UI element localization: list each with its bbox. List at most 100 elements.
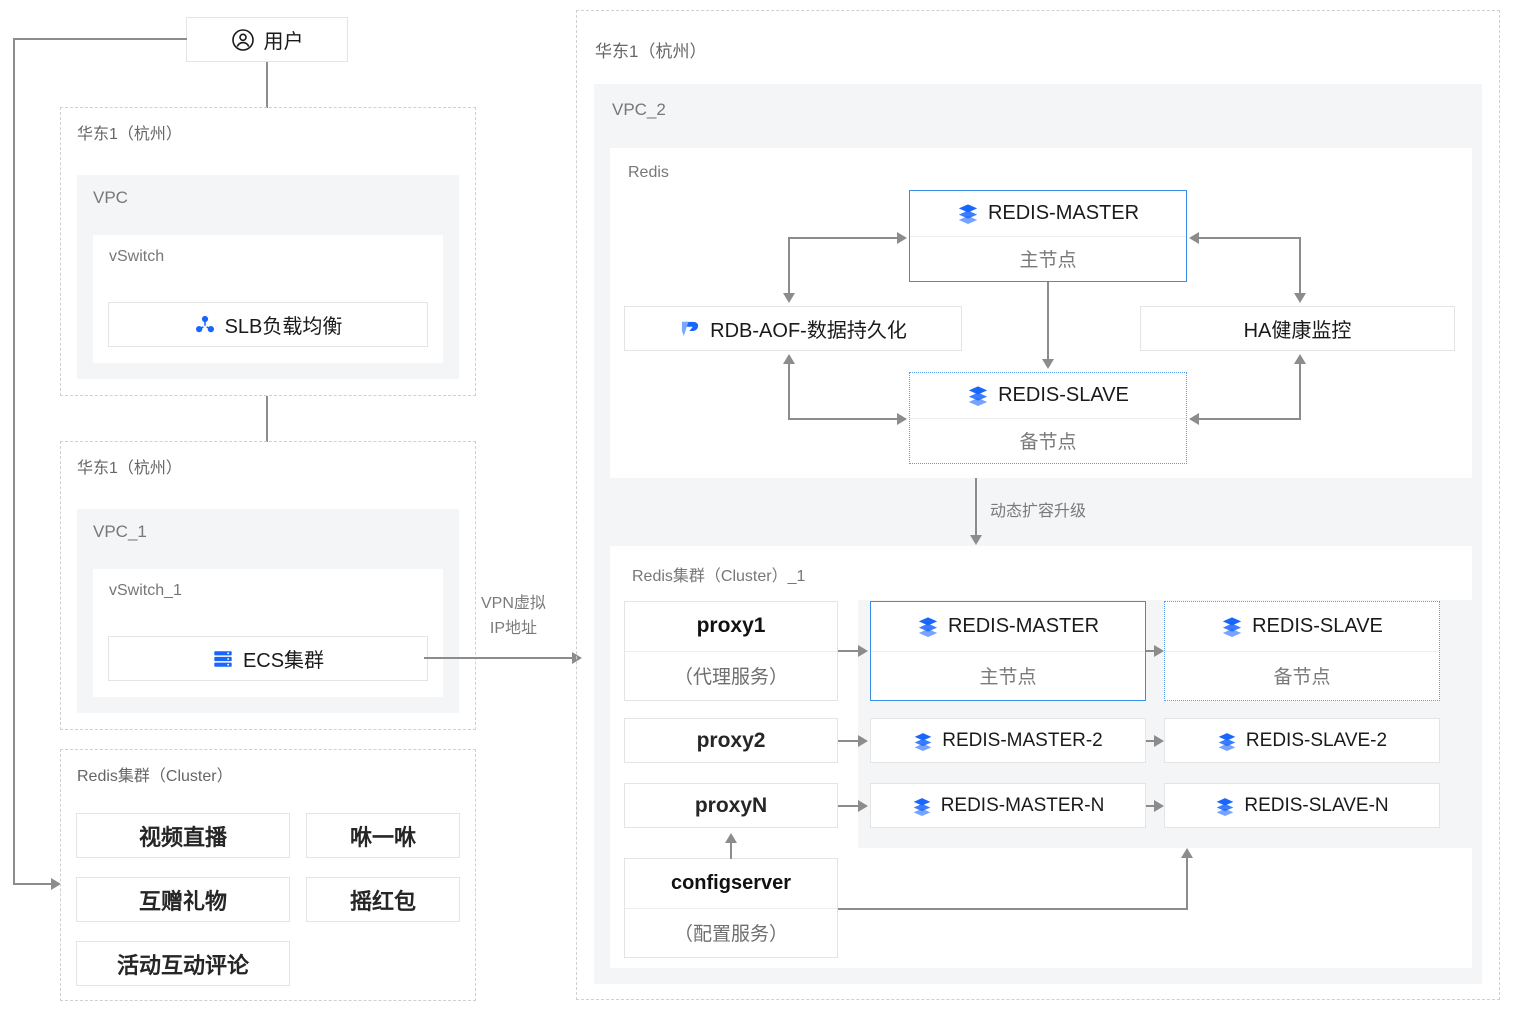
cluster-master1-subtitle: 主节点 (979, 667, 1037, 689)
redis-stack-icon (913, 731, 933, 751)
redis-stack-icon (1217, 731, 1237, 751)
connector-master2-to-slave2 (1146, 740, 1154, 742)
redis-slave-node[interactable]: REDIS-SLAVE 备节点 (909, 372, 1187, 464)
rdb-aof-icon (679, 318, 701, 340)
redis-stack-icon (912, 796, 932, 816)
connector-master2-to-slave2-arrow (1154, 735, 1164, 747)
redis-master-node[interactable]: REDIS-MASTER 主节点 (909, 190, 1187, 282)
app-label: 互赠礼物 (138, 888, 227, 914)
connector-scale-up-arrow (970, 535, 982, 545)
configserver-subtitle: （配置服务） (673, 924, 788, 946)
configserver-node[interactable]: configserver （配置服务） (624, 858, 838, 958)
region-slb-label: 华东1（杭州） (77, 126, 182, 143)
connector-proxy1-to-master1-arrow (858, 645, 868, 657)
connector-feedback-top (13, 38, 187, 40)
connector-slave-in-left (788, 418, 897, 420)
app-box-shake[interactable]: 咻一咻 (306, 813, 460, 858)
redis-stack-icon (967, 384, 989, 407)
redis-master-title-row: REDIS-MASTER (910, 191, 1186, 237)
connector-master-to-rdb (788, 237, 790, 293)
connector-ha-vert-top (1299, 237, 1301, 293)
cluster-slaven-node[interactable]: REDIS-SLAVE-N (1164, 783, 1440, 828)
connector-user-to-slb (266, 62, 268, 108)
connector-proxyn-to-mastern-arrow (858, 800, 868, 812)
proxyn-node[interactable]: proxyN (624, 783, 838, 828)
app-label: 咻一咻 (349, 824, 416, 850)
region-right-label: 华东1（杭州） (595, 42, 707, 61)
proxy2-node[interactable]: proxy2 (624, 718, 838, 763)
slb-node[interactable]: SLB负载均衡 (108, 302, 428, 347)
app-box-comment[interactable]: 活动互动评论 (76, 941, 290, 986)
cluster-mastern-node[interactable]: REDIS-MASTER-N (870, 783, 1146, 828)
cluster-slave2-title: REDIS-SLAVE-2 (1245, 729, 1388, 751)
connector-config-to-shards-h (838, 908, 1188, 910)
ecs-server-icon (212, 648, 234, 670)
connector-mastern-to-slaven (1146, 805, 1154, 807)
redis-panel-label: Redis (628, 164, 669, 181)
proxy1-title: proxy1 (625, 602, 837, 652)
vpc-label: VPC (93, 188, 128, 207)
cluster-master1-node[interactable]: REDIS-MASTER 主节点 (870, 601, 1146, 701)
cluster-slave1-title: REDIS-SLAVE (1252, 614, 1383, 637)
connector-ha-to-master-arrow (1189, 232, 1199, 244)
connector-master-in-left-arrow (897, 232, 907, 244)
rdb-aof-node[interactable]: RDB-AOF-数据持久化 (624, 306, 962, 351)
ecs-label: ECS集群 (242, 650, 325, 672)
slb-loadbalancer-icon (194, 314, 216, 336)
connector-ha-to-slave-arrow (1189, 413, 1199, 425)
connector-vpn (424, 657, 572, 659)
connector-config-to-shards-arrow (1181, 848, 1193, 858)
connector-master1-to-slave1 (1146, 650, 1154, 652)
app-box-gift[interactable]: 互赠礼物 (76, 877, 290, 922)
connector-ha-to-master (1199, 237, 1300, 239)
ha-monitor-label: HA健康监控 (1243, 320, 1352, 342)
ha-monitor-node[interactable]: HA健康监控 (1140, 306, 1455, 351)
connector-master1-to-slave1-arrow (1154, 645, 1164, 657)
user-label: 用户 (263, 31, 304, 53)
region-redis-cluster-apps: Redis集群（Cluster） (60, 749, 476, 1001)
connector-feedback-bottom (13, 883, 51, 885)
connector-master-to-slave (1047, 282, 1049, 359)
user-node[interactable]: 用户 (186, 17, 348, 62)
proxy1-node[interactable]: proxy1 （代理服务） (624, 601, 838, 701)
connector-slb-to-ecs (266, 396, 268, 442)
app-box-redpacket[interactable]: 摇红包 (306, 877, 460, 922)
connector-config-to-proxyn (730, 843, 732, 859)
cluster-master2-node[interactable]: REDIS-MASTER-2 (870, 718, 1146, 763)
configserver-title: configserver (625, 859, 837, 909)
connector-scale-up (975, 478, 977, 535)
app-label: 视频直播 (138, 824, 227, 850)
region-right: 华东1（杭州） (576, 10, 1500, 1000)
connector-master-to-rdb-arrow (783, 293, 795, 303)
connector-config-to-shards-v (1186, 858, 1188, 910)
cluster-slave1-subtitle: 备节点 (1273, 667, 1331, 689)
connector-master-to-slave-arrow (1042, 359, 1054, 369)
redis-slave-title-row: REDIS-SLAVE (910, 373, 1186, 419)
connector-proxy2-to-master2 (838, 740, 858, 742)
connector-vpn-arrow (572, 652, 582, 664)
region-slb: 华东1（杭州） (60, 107, 476, 396)
redis-slave-subtitle: 备节点 (1019, 432, 1077, 454)
cluster-slave2-node[interactable]: REDIS-SLAVE-2 (1164, 718, 1440, 763)
user-circle-icon (231, 28, 255, 52)
redis-stack-icon (1215, 796, 1235, 816)
connector-slave-to-rdb-arrow (783, 354, 795, 364)
region-ecs: 华东1（杭州） (60, 441, 476, 730)
vpn-edge-label-line1: VPN虚拟 (481, 595, 546, 612)
ecs-node[interactable]: ECS集群 (108, 636, 428, 681)
connector-ha-vert-bottom (1299, 364, 1301, 420)
cluster-slaven-title: REDIS-SLAVE-N (1244, 794, 1389, 816)
proxy1-subtitle: （代理服务） (673, 667, 788, 689)
app-box-live[interactable]: 视频直播 (76, 813, 290, 858)
vpc2-label: VPC_2 (612, 100, 666, 119)
region-redis-cluster-apps-label: Redis集群（Cluster） (77, 768, 233, 785)
redis-cluster1-label: Redis集群（Cluster）_1 (632, 568, 806, 585)
redis-master-title: REDIS-MASTER (987, 201, 1140, 224)
app-label: 摇红包 (349, 888, 416, 914)
redis-stack-icon (957, 202, 979, 225)
slb-label: SLB负载均衡 (224, 316, 343, 338)
connector-feedback-arrow (51, 878, 61, 890)
cluster-slave1-node[interactable]: REDIS-SLAVE 备节点 (1164, 601, 1440, 701)
cluster-master1-title: REDIS-MASTER (947, 614, 1100, 637)
redis-stack-icon (917, 615, 939, 638)
